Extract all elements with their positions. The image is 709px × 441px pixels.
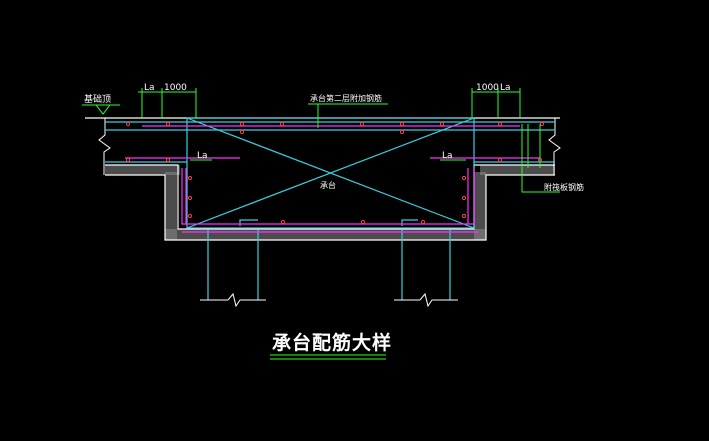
leader-lines	[82, 88, 560, 360]
rebar-dots	[125, 121, 545, 225]
drawing-title: 承台配筋大样	[272, 331, 392, 354]
left-1000-label: 1000	[164, 83, 187, 93]
pile-breaks	[200, 292, 458, 308]
break-lines	[98, 118, 561, 175]
right-note-label: 附筏板钢筋	[544, 182, 584, 192]
right-1000-label: 1000	[476, 83, 499, 93]
labels: 基础顶 La 1000 1000 La 承台第二层附加钢筋 La La 承台 附…	[84, 83, 584, 192]
base-level-label: 基础顶	[84, 93, 111, 105]
concrete-outline	[85, 117, 560, 241]
center-label: 承台	[320, 180, 336, 190]
left-la-label: La	[144, 83, 155, 93]
top-note-label: 承台第二层附加钢筋	[310, 93, 382, 103]
right-la-label: La	[500, 83, 511, 93]
inner-right-la-label: La	[442, 151, 453, 161]
additional-rebar	[125, 125, 540, 233]
inner-left-la-label: La	[197, 151, 208, 161]
concrete-hatch	[105, 165, 555, 240]
